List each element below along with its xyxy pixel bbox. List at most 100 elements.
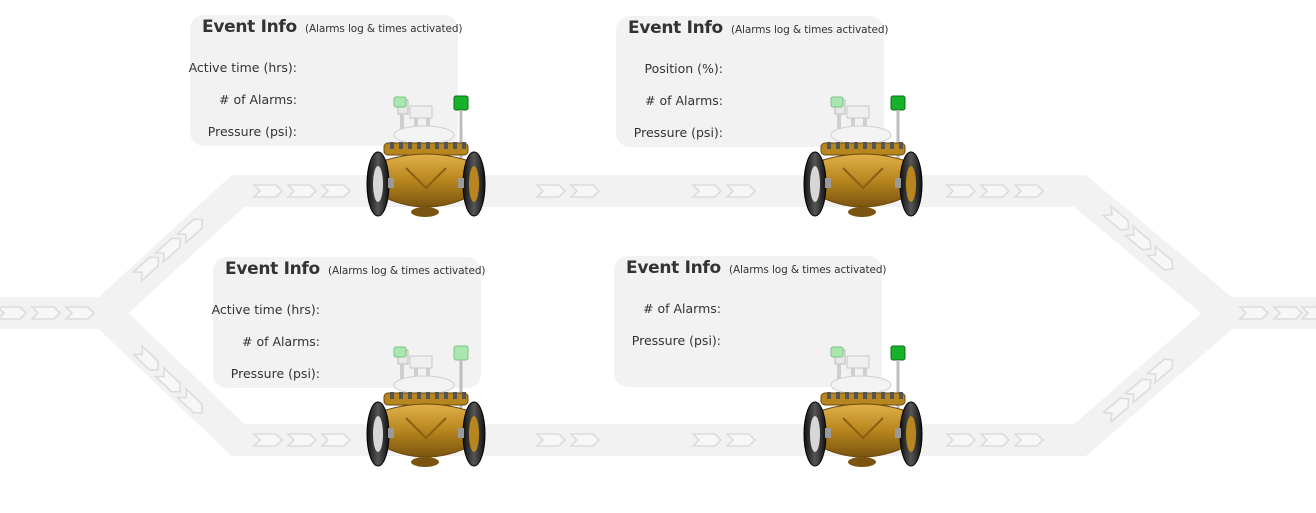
bolt-icon [881,142,885,149]
flow-arrow-chevron [1123,224,1152,251]
flow-arrow-chevron [30,306,62,320]
outlet-bore-icon [906,166,916,202]
panel-subtitle: (Alarms log & times activated) [304,23,463,35]
flow-arrow-chevron [945,433,977,447]
bolt-icon [890,142,894,149]
valve-body-icon [385,403,467,458]
valve-body-icon [822,403,904,458]
flow-arrow-chevron [175,387,203,414]
flow-arrow-chevron [131,344,159,371]
flow-arrow-chevron [320,433,352,447]
panel-title-text: Event Info [202,17,297,37]
bolt-icon [399,142,403,149]
valve-bottom-right[interactable] [803,338,923,472]
event-info-panel-3: Event Info (Alarms log & times activated… [212,257,486,388]
flow-arrow-chevron [569,184,601,198]
bolt-icon [462,392,466,399]
body-rib-icon [405,417,447,440]
fitting-icon [388,178,394,188]
fitting-icon [825,428,831,438]
controller-icon [409,355,433,369]
panel-title-text: Event Info [225,259,320,279]
cover-icon [830,125,892,145]
fitting-icon [895,178,901,188]
bolt-icon [435,392,439,399]
bolt-icon [426,142,430,149]
flow-arrow-chevron [153,237,182,264]
valve-body-icon [822,153,904,208]
bolt-icon [453,392,457,399]
bolt-icon [872,392,876,399]
bolt-icon [836,392,840,399]
cover-icon [393,125,455,145]
bolt-icon [845,142,849,149]
inlet-bore-icon [810,416,820,452]
flow-arrow-chevron [1272,306,1304,320]
pressure-label: Pressure (psi): [230,366,320,381]
flow-arrow-chevron [131,256,160,283]
flow-arrows [0,184,1316,447]
bolt-icon [899,392,903,399]
bolt-icon [827,142,831,149]
bolt-icon [390,142,394,149]
pilot-solenoid-icon [393,96,407,108]
flow-arrow-chevron [1101,204,1130,231]
valve-bottom-left[interactable] [366,338,486,472]
flow-arrow-chevron [1013,184,1045,198]
panel-subtitle: (Alarms log & times activated) [728,264,887,276]
solenoid-icon [453,345,469,361]
bolt-icon [390,392,394,399]
valve-top-right[interactable] [803,88,923,222]
fitting-icon [388,428,394,438]
flow-arrow-chevron [64,306,96,320]
alarms-count-label: # of Alarms: [643,301,721,316]
flow-arrow-chevron [535,433,567,447]
flow-arrow-chevron [569,433,601,447]
panel-subtitle: (Alarms log & times activated) [730,24,889,36]
drain-boss-icon [411,207,439,217]
valve-icon [803,95,923,217]
inlet-bore-icon [373,166,383,202]
outlet-bore-icon [906,416,916,452]
bolt-icon [845,392,849,399]
controller-icon [409,105,433,119]
outlet-bore-icon [469,416,479,452]
body-rib-icon [842,417,884,440]
body-rib-icon [842,167,884,190]
valve-body-icon [385,153,467,208]
bolt-icon [444,142,448,149]
drain-boss-icon [411,457,439,467]
bolt-icon [863,392,867,399]
valve-top-left[interactable] [366,88,486,222]
controller-icon [846,355,870,369]
flow-arrow-chevron [286,433,318,447]
controller-icon [846,105,870,119]
bolt-icon [863,142,867,149]
flow-arrow-chevron [286,184,318,198]
bolt-icon [836,142,840,149]
body-rib-icon [405,167,447,190]
flow-arrow-chevron [945,184,977,198]
drain-boss-icon [848,207,876,217]
valve-icon [366,95,486,217]
bolt-icon [408,142,412,149]
bolt-icon [417,392,421,399]
bolt-icon [444,392,448,399]
flow-arrow-chevron [153,366,181,393]
flow-arrow-chevron [1013,433,1045,447]
flow-arrow-chevron [1145,358,1174,385]
flow-arrow-chevron [1300,306,1316,320]
pilot-solenoid-icon [830,346,844,358]
panel-title-text: Event Info [628,18,723,38]
flow-arrow-chevron [320,184,352,198]
valve-icon [366,345,486,467]
event-info-panel-1: Event Info (Alarms log & times activated… [189,15,463,146]
pilot-solenoid-icon [393,346,407,358]
outlet-bore-icon [469,166,479,202]
flow-arrow-chevron [1101,397,1130,424]
pressure-label: Pressure (psi): [631,333,721,348]
bolt-icon [453,142,457,149]
bolt-icon [899,142,903,149]
pilot-solenoid-icon [830,96,844,108]
